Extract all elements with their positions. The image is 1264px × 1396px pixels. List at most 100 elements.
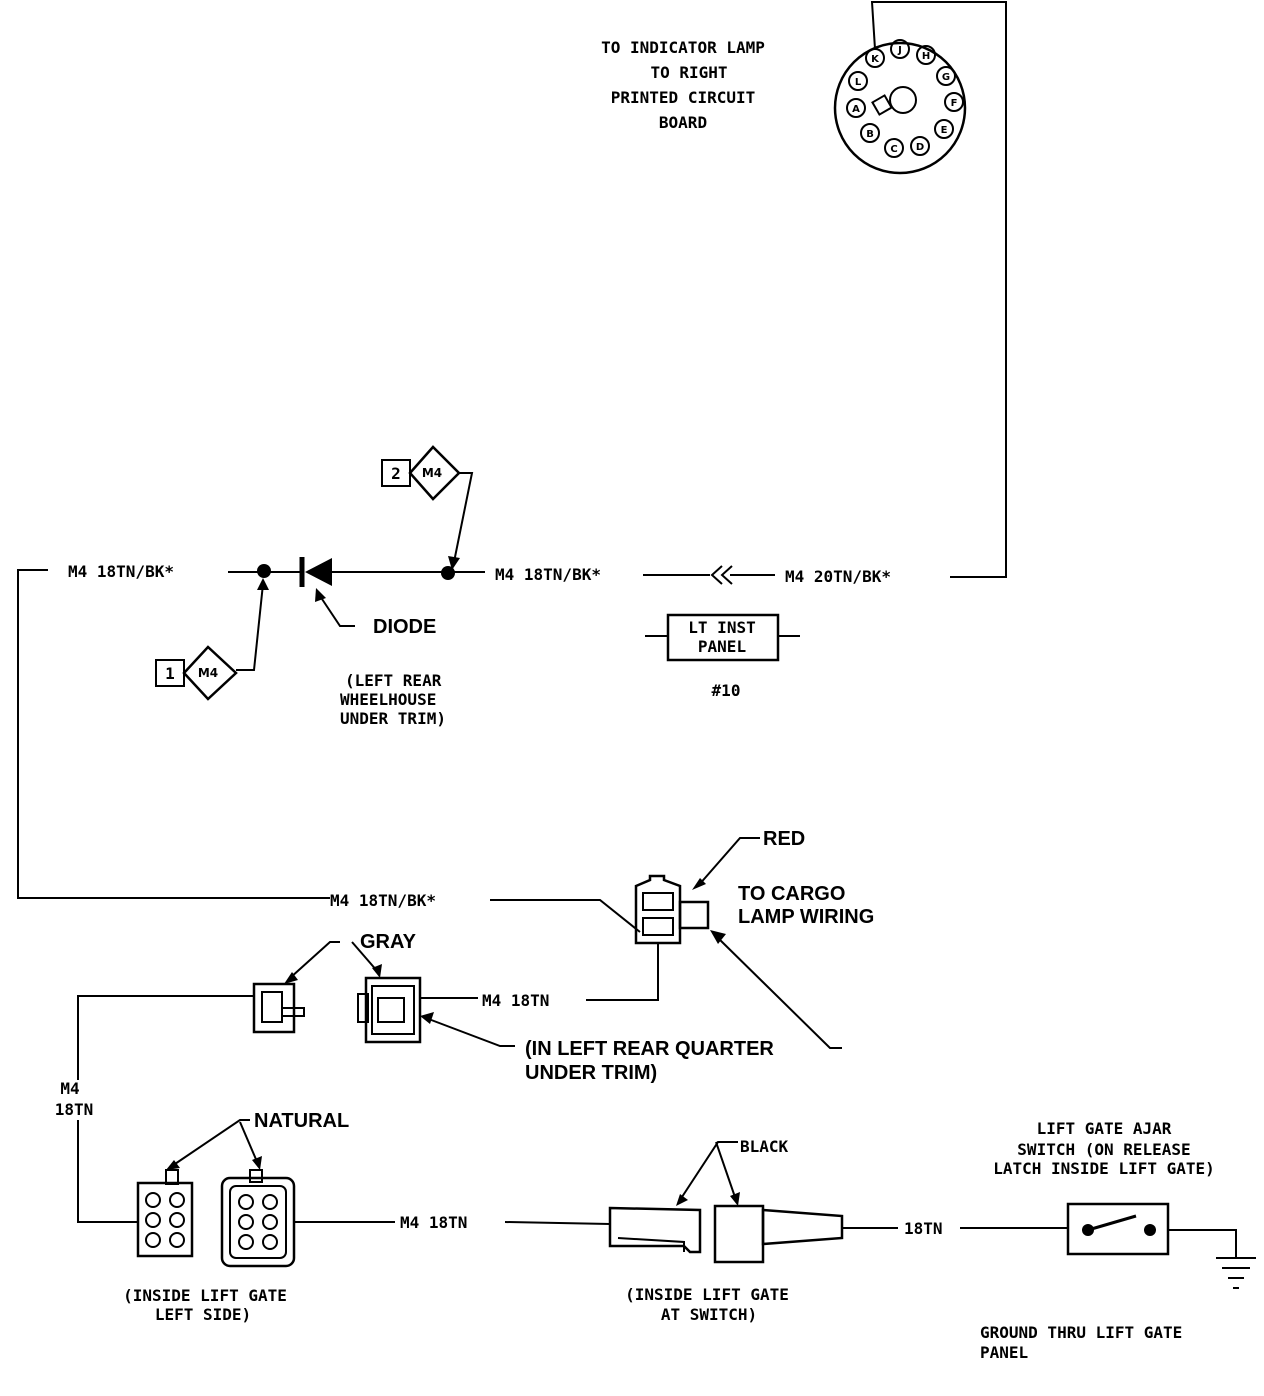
svg-text:PANEL: PANEL bbox=[980, 1343, 1028, 1362]
svg-text:K: K bbox=[871, 54, 880, 65]
natural-label: NATURAL bbox=[254, 1110, 349, 1132]
svg-text:TO RIGHT: TO RIGHT bbox=[650, 63, 727, 82]
pin-l: L bbox=[848, 71, 868, 91]
pin-a: A bbox=[846, 98, 866, 118]
wire-left-vertical-bottom bbox=[77, 1120, 138, 1223]
svg-text:LEFT SIDE): LEFT SIDE) bbox=[155, 1305, 251, 1324]
lift-gate-ajar-switch bbox=[1066, 1202, 1170, 1256]
wire-label-main-mid: M4 18TN/BK* bbox=[495, 565, 601, 584]
gray-label: GRAY bbox=[360, 931, 417, 953]
wire-left-loop bbox=[17, 569, 330, 899]
splice-2-number: 2 bbox=[391, 464, 401, 483]
svg-text:B: B bbox=[866, 129, 874, 140]
svg-text:E: E bbox=[941, 125, 948, 136]
svg-text:L: L bbox=[855, 77, 862, 88]
black-connector-right bbox=[713, 1204, 844, 1264]
svg-text:GROUND THRU LIFT GATE: GROUND THRU LIFT GATE bbox=[980, 1323, 1182, 1342]
wire-switch-to-ground bbox=[1168, 1229, 1237, 1258]
svg-text:G: G bbox=[942, 72, 950, 83]
diode-location: (LEFT REAR WHEELHOUSE UNDER TRIM) bbox=[340, 671, 446, 728]
svg-text:TO INDICATOR LAMP: TO INDICATOR LAMP bbox=[601, 38, 765, 57]
svg-text:LIFT GATE AJAR: LIFT GATE AJAR bbox=[1037, 1119, 1172, 1138]
wire-left-vertical-top bbox=[77, 995, 254, 1080]
ground-symbol-icon bbox=[1216, 1257, 1256, 1289]
svg-text:LT INST: LT INST bbox=[688, 618, 755, 637]
splice-1-number: 1 bbox=[165, 664, 175, 683]
gray-location-leader bbox=[425, 1017, 515, 1047]
cargo-connector bbox=[634, 874, 710, 945]
gray-connector-female bbox=[357, 976, 422, 1044]
splice-dot-left bbox=[257, 564, 271, 578]
svg-text:SWITCH (ON RELEASE: SWITCH (ON RELEASE bbox=[1017, 1140, 1190, 1159]
svg-text:M4: M4 bbox=[60, 1079, 79, 1098]
pin-g: G bbox=[936, 66, 956, 86]
inst-panel-number: #10 bbox=[712, 681, 741, 700]
wire-connector-to-main bbox=[870, 1, 1007, 578]
gray-leader-right bbox=[351, 941, 379, 973]
wire-label-long-run: M4 18TN/BK* bbox=[330, 891, 436, 910]
splice-1-code: M4 bbox=[198, 666, 218, 680]
pin-d: D bbox=[910, 136, 930, 156]
svg-text:(INSIDE LIFT GATE: (INSIDE LIFT GATE bbox=[123, 1286, 287, 1305]
splice-1-marker: 1 M4 bbox=[155, 578, 269, 701]
wire-long-run-end bbox=[490, 899, 641, 933]
pin-j: J bbox=[890, 39, 910, 59]
red-leader bbox=[697, 837, 760, 887]
svg-text:UNDER TRIM): UNDER TRIM) bbox=[525, 1062, 657, 1084]
svg-text:LATCH INSIDE LIFT GATE): LATCH INSIDE LIFT GATE) bbox=[993, 1159, 1215, 1178]
svg-text:WHEELHOUSE: WHEELHOUSE bbox=[340, 690, 436, 709]
svg-text:PANEL: PANEL bbox=[698, 637, 746, 656]
main-wire-run: M4 18TN/BK* M4 18TN/BK* M4 20TN/BK* bbox=[17, 562, 891, 899]
black-connector-left bbox=[608, 1206, 702, 1254]
black-leader-right bbox=[715, 1141, 737, 1201]
natural-leader-right bbox=[239, 1121, 259, 1165]
wire-label-main-left: M4 18TN/BK* bbox=[68, 562, 174, 581]
ground-label: GROUND THRU LIFT GATE PANEL bbox=[980, 1323, 1182, 1362]
svg-text:(LEFT REAR: (LEFT REAR bbox=[345, 671, 442, 690]
wire-label-gray-run: M4 18TN bbox=[482, 991, 549, 1010]
pin-b: B bbox=[860, 123, 880, 143]
svg-text:C: C bbox=[890, 144, 897, 155]
gray-connector-male bbox=[252, 982, 305, 1034]
black-leader-left bbox=[679, 1141, 738, 1201]
natural-location: (INSIDE LIFT GATE LEFT SIDE) bbox=[123, 1286, 287, 1324]
svg-text:(IN LEFT REAR QUARTER: (IN LEFT REAR QUARTER bbox=[525, 1038, 774, 1060]
wire-cargo-to-gray bbox=[586, 943, 659, 1001]
natural-leader-left bbox=[171, 1119, 250, 1167]
pin-h: H bbox=[916, 45, 936, 65]
svg-text:A: A bbox=[852, 104, 860, 115]
black-label: BLACK bbox=[740, 1137, 789, 1156]
indicator-lamp-connector: K J H G F E D C B A L bbox=[833, 1, 1007, 578]
svg-text:PRINTED CIRCUIT: PRINTED CIRCUIT bbox=[611, 88, 756, 107]
svg-text:18TN: 18TN bbox=[55, 1100, 94, 1119]
svg-text:BOARD: BOARD bbox=[659, 113, 707, 132]
svg-text:D: D bbox=[916, 142, 924, 153]
wire-label-bottom-right: 18TN bbox=[904, 1219, 943, 1238]
cargo-label: TO CARGO LAMP WIRING bbox=[738, 883, 874, 928]
inline-connector-chevron bbox=[710, 565, 733, 585]
pin-e: E bbox=[934, 119, 954, 139]
wire-label-vertical-left: M4 18TN bbox=[55, 1079, 94, 1119]
natural-connector-left bbox=[136, 1169, 194, 1258]
pin-f: F bbox=[944, 92, 964, 112]
splice-dot-right bbox=[441, 566, 455, 580]
splice-2-code: M4 bbox=[422, 466, 442, 480]
splice-2-marker: 2 M4 bbox=[381, 445, 474, 570]
svg-text:J: J bbox=[897, 45, 902, 56]
svg-text:AT SWITCH): AT SWITCH) bbox=[661, 1305, 757, 1324]
wire-natural-to-black-b bbox=[504, 1221, 611, 1225]
svg-text:LAMP WIRING: LAMP WIRING bbox=[738, 906, 874, 928]
svg-text:F: F bbox=[951, 98, 958, 109]
black-location: (INSIDE LIFT GATE AT SWITCH) bbox=[625, 1285, 789, 1324]
diode-symbol bbox=[299, 557, 332, 587]
wire-label-bottom-mid: M4 18TN bbox=[400, 1213, 467, 1232]
indicator-lamp-label: TO INDICATOR LAMP TO RIGHT PRINTED CIRCU… bbox=[601, 38, 765, 132]
gray-location: (IN LEFT REAR QUARTER UNDER TRIM) bbox=[525, 1038, 774, 1084]
pin-c: C bbox=[884, 138, 904, 158]
svg-text:UNDER TRIM): UNDER TRIM) bbox=[340, 709, 446, 728]
diode-label: DIODE bbox=[373, 616, 436, 638]
natural-connector-right bbox=[220, 1169, 296, 1268]
red-label: RED bbox=[763, 828, 805, 850]
svg-text:TO CARGO: TO CARGO bbox=[738, 883, 845, 905]
